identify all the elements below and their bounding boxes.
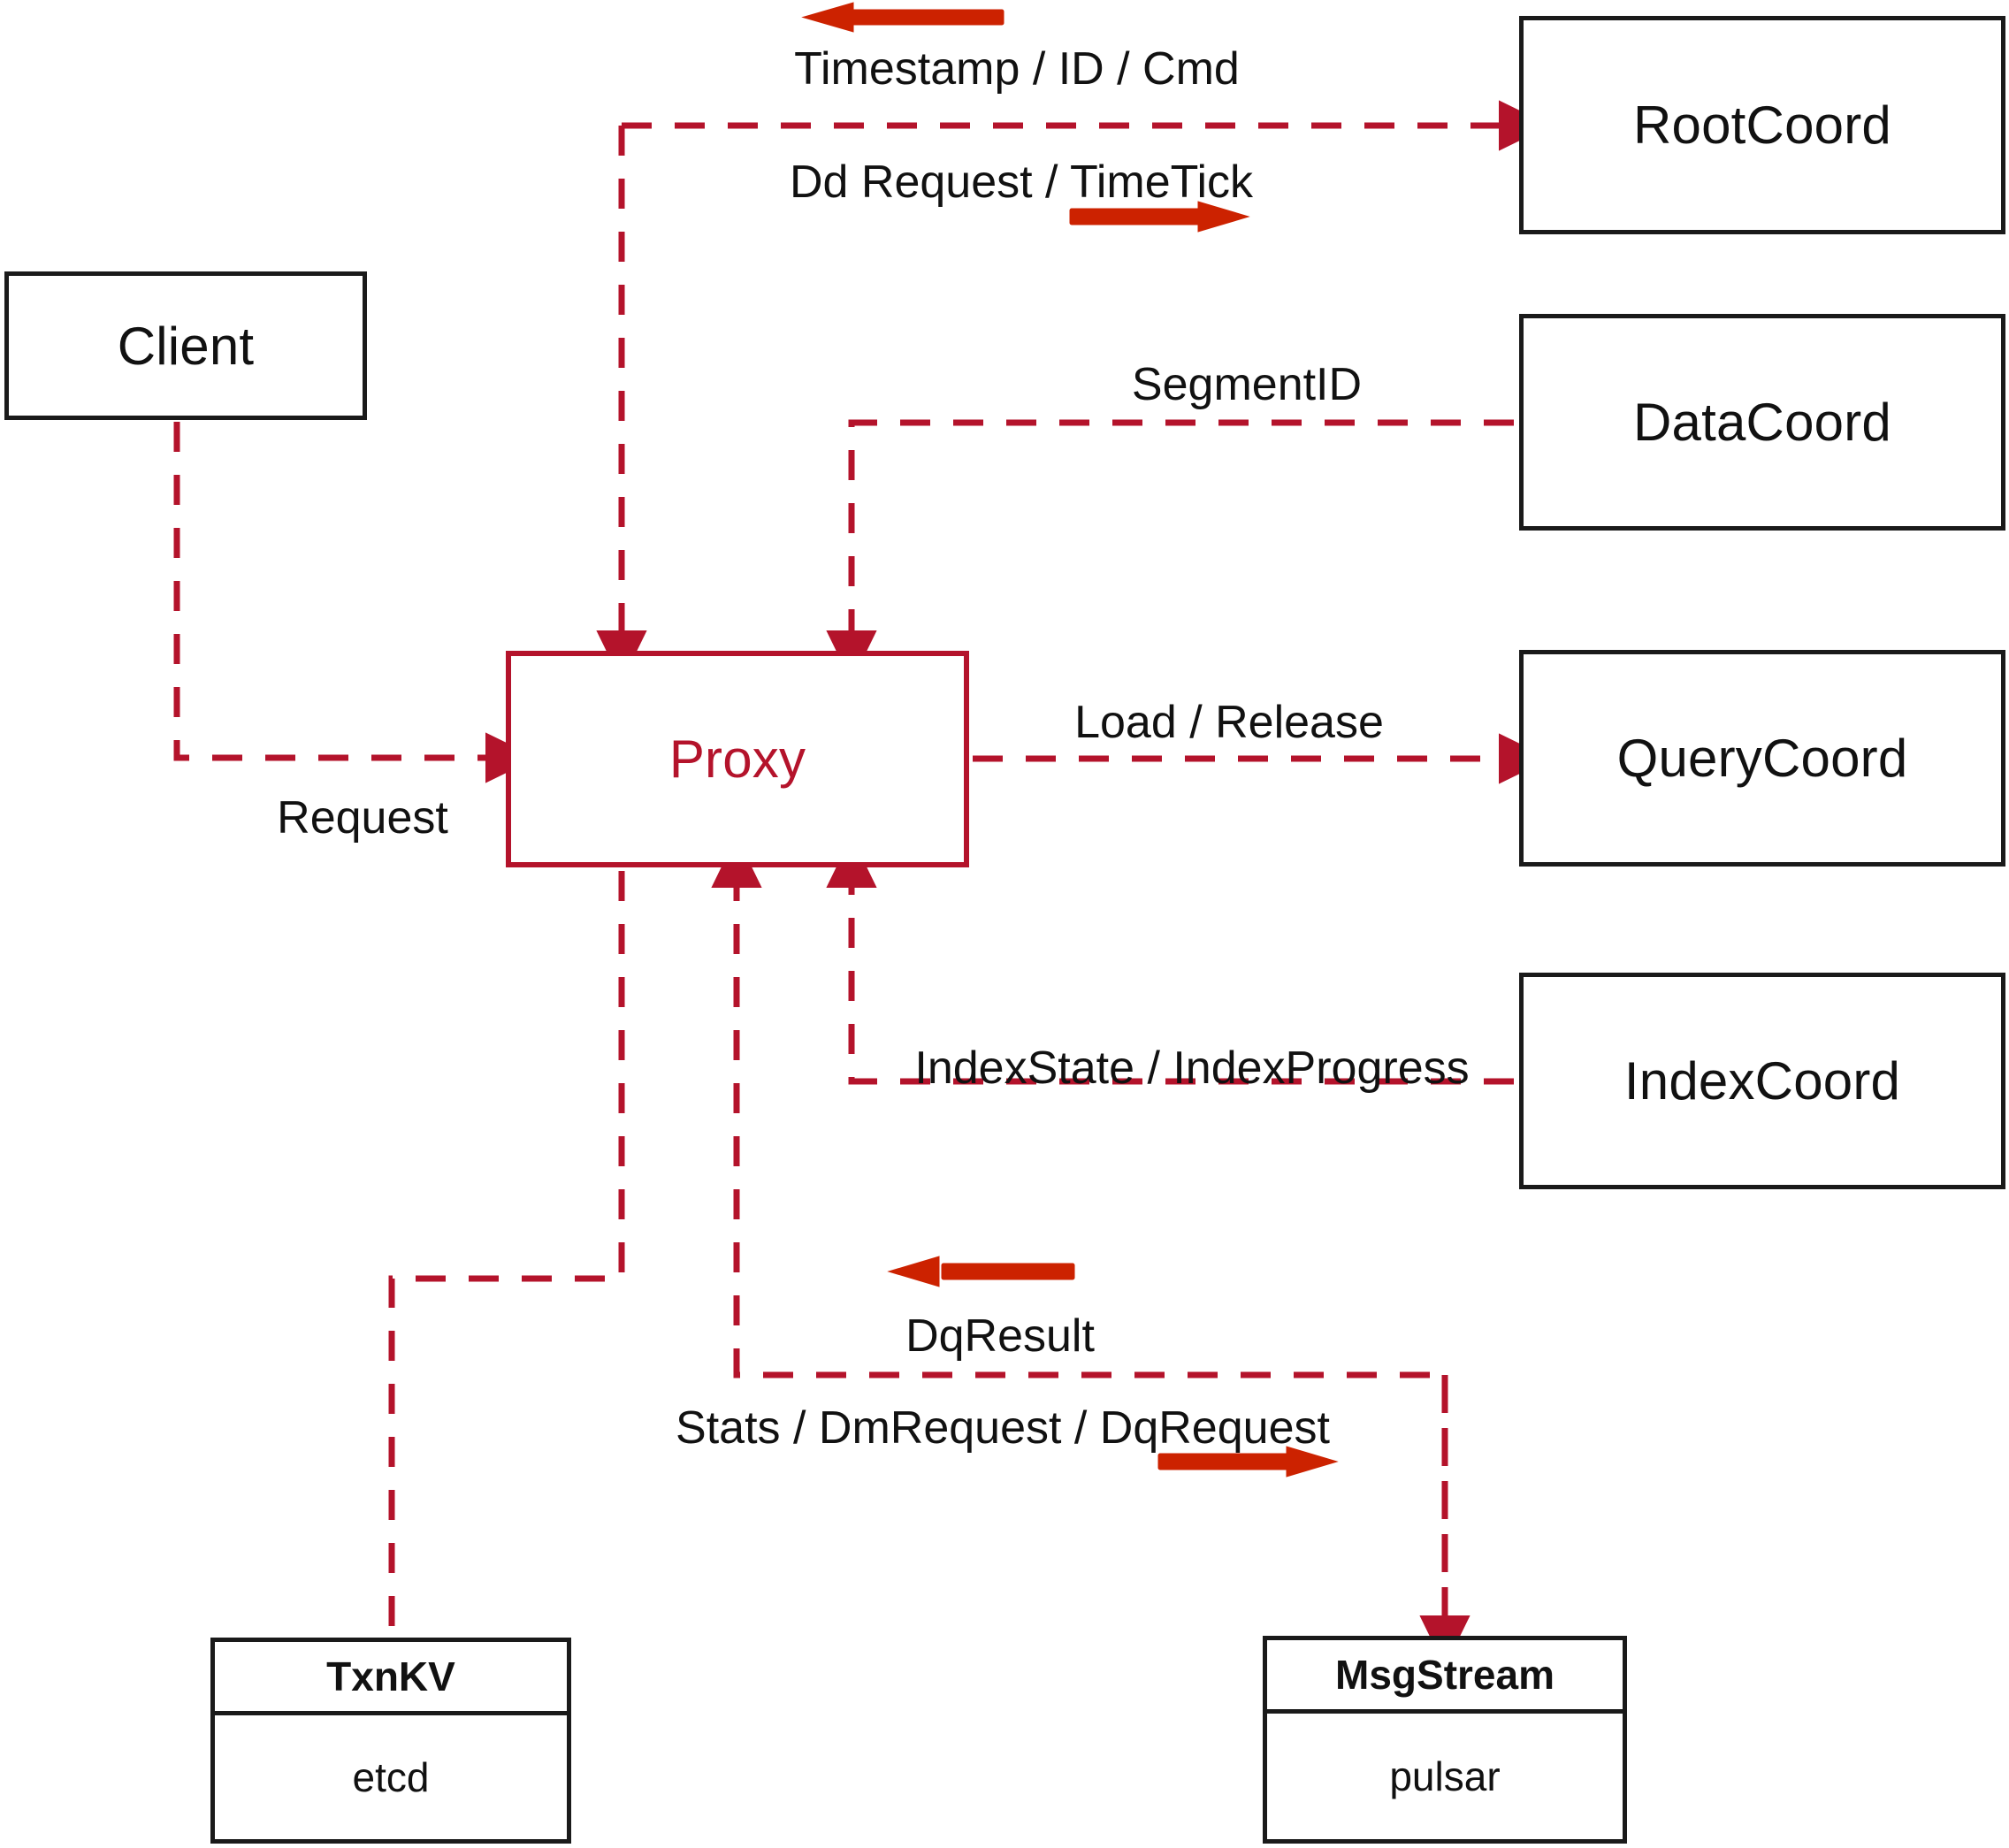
edge-label-dd-request-timetick: Dd Request / TimeTick	[789, 157, 1254, 208]
edge-label-load-release: Load / Release	[1074, 697, 1384, 748]
edge-indexcoord-to-proxy	[826, 836, 1514, 1085]
node-rootcoord[interactable]: RootCoord	[1519, 16, 2005, 234]
edge-datacoord-to-proxy	[826, 419, 1514, 683]
edge-label-segment-id: SegmentID	[1131, 359, 1363, 410]
edge-label-stats-dm-dq-request: Stats / DmRequest / DqRequest	[676, 1402, 1330, 1454]
node-client-label: Client	[117, 316, 255, 376]
node-msgstream-header: MsgStream	[1267, 1640, 1623, 1714]
node-indexcoord-label: IndexCoord	[1623, 1051, 1901, 1111]
edge-label-dq-result: DqResult	[905, 1310, 1095, 1362]
direction-arrow-timestamp-left	[801, 2, 1004, 33]
direction-arrow-dqresult-left	[887, 1256, 1075, 1287]
node-datacoord[interactable]: DataCoord	[1519, 314, 2005, 531]
node-indexcoord[interactable]: IndexCoord	[1519, 973, 2005, 1189]
node-txnkv[interactable]: TxnKV etcd	[210, 1638, 571, 1844]
node-txnkv-body-label: etcd	[352, 1754, 430, 1800]
node-txnkv-header: TxnKV	[215, 1642, 567, 1715]
edge-proxy-to-txnkv	[388, 871, 625, 1638]
edge-msgstream-to-proxy	[711, 836, 1448, 1625]
node-proxy[interactable]: Proxy	[506, 651, 969, 867]
direction-arrow-ddrequest-right	[1069, 201, 1250, 233]
node-msgstream[interactable]: MsgStream pulsar	[1263, 1636, 1627, 1844]
node-proxy-label: Proxy	[668, 729, 806, 789]
node-msgstream-header-label: MsgStream	[1335, 1652, 1554, 1698]
direction-arrow-stats-right	[1157, 1446, 1339, 1478]
node-txnkv-header-label: TxnKV	[326, 1653, 455, 1699]
node-msgstream-body-label: pulsar	[1389, 1753, 1501, 1799]
node-rootcoord-label: RootCoord	[1633, 95, 1891, 155]
node-txnkv-body: etcd	[215, 1715, 567, 1839]
direction-arrows	[801, 2, 1339, 1478]
node-querycoord[interactable]: QueryCoord	[1519, 650, 2005, 867]
edge-label-index-state-progress: IndexState / IndexProgress	[914, 1042, 1470, 1094]
node-client[interactable]: Client	[4, 271, 367, 420]
edge-label-timestamp-id-cmd: Timestamp / ID / Cmd	[794, 43, 1240, 95]
node-querycoord-label: QueryCoord	[1616, 729, 1908, 788]
edge-label-request: Request	[277, 792, 448, 844]
node-msgstream-body: pulsar	[1267, 1714, 1623, 1839]
node-datacoord-label: DataCoord	[1633, 393, 1891, 452]
edge-client-to-proxy	[173, 422, 538, 783]
